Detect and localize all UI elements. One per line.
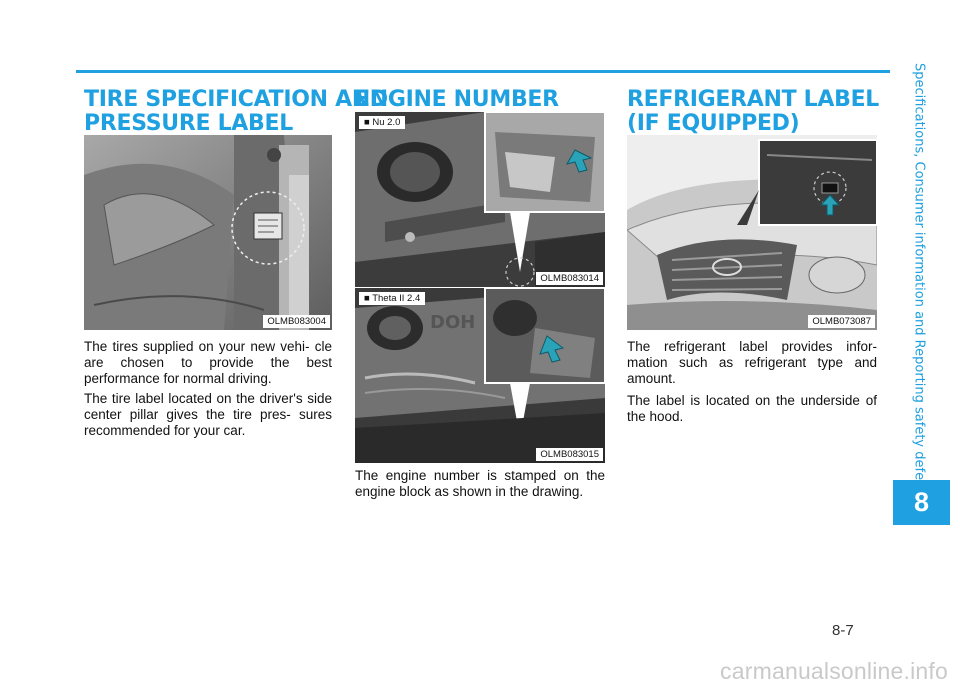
tire-paragraph-2: The tire label located on the driver's s… <box>84 391 332 438</box>
image-code: OLMB083015 <box>536 448 603 461</box>
chapter-side-title: Specifications, Consumer information and… <box>911 62 927 500</box>
engine-nu-photo: ■ Nu 2.0 OLMB083014 <box>355 112 605 287</box>
svg-text:DOH: DOH <box>430 312 475 333</box>
image-code: OLMB083014 <box>536 272 603 285</box>
image-code: OLMB073087 <box>808 315 875 328</box>
refrigerant-label-photo: OLMB073087 <box>627 135 877 330</box>
engine-theta-photo: DOH ■ Theta II 2.4 OLMB083015 <box>355 288 605 463</box>
tire-label-photo: OLMB083004 <box>84 135 332 330</box>
image-code: OLMB083004 <box>263 315 330 328</box>
tire-section-heading: TIRE SPECIFICATION AND PRESSURE LABEL <box>84 87 388 136</box>
refrigerant-paragraph-1: The refrigerant label provides infor- ma… <box>627 339 877 386</box>
chapter-tab[interactable]: 8 <box>893 480 950 525</box>
engine-paragraph: The engine number is stamped on the engi… <box>355 468 605 499</box>
variant-label-nu: ■ Nu 2.0 <box>359 116 406 129</box>
refrigerant-paragraph-2: The label is located on the underside of… <box>627 393 877 424</box>
engine-section-heading: ENGINE NUMBER <box>355 87 559 112</box>
refrigerant-section-heading: REFRIGERANT LABEL (IF EQUIPPED) <box>627 87 880 136</box>
page-number: 8-7 <box>832 622 854 639</box>
top-rule <box>76 70 890 73</box>
watermark: carmanualsonline.info <box>720 658 948 684</box>
tire-paragraph-1: The tires supplied on your new vehi- cle… <box>84 339 332 386</box>
variant-label-theta: ■ Theta II 2.4 <box>359 292 426 305</box>
